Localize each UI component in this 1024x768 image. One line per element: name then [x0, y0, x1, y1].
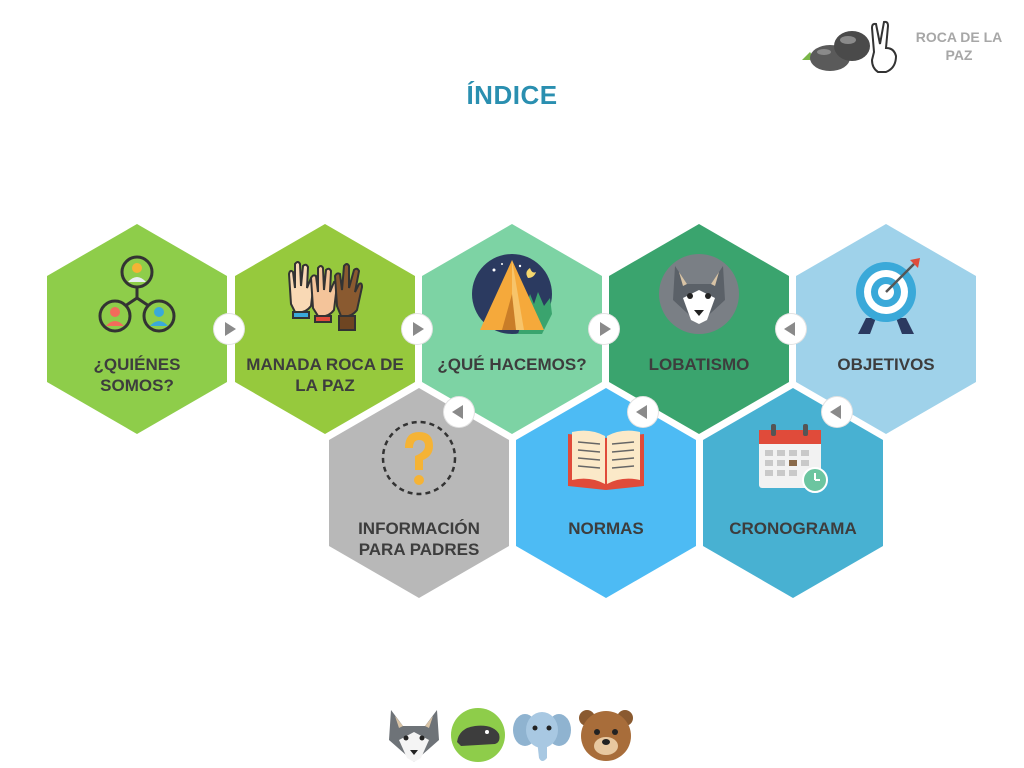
bear-icon[interactable]: [577, 706, 635, 764]
arrow-right-icon: [600, 322, 611, 336]
hex-shape: [796, 224, 976, 434]
target-icon: [856, 258, 920, 334]
elephant-icon[interactable]: [513, 706, 571, 764]
hex-manada-roca-de-la-paz[interactable]: MANADA ROCA DE LA PAZ: [235, 224, 415, 434]
arrow-left-icon: [452, 405, 463, 419]
raised-hands-icon: [287, 261, 364, 331]
hex-label: NORMAS: [568, 519, 644, 538]
hex-label: LOBATISMO: [648, 355, 750, 374]
hex-shape: [516, 388, 696, 598]
hex-label: MANADA ROCA DE LA PAZ: [246, 355, 404, 395]
hex-que-hacemos[interactable]: ¿QUÉ HACEMOS?: [422, 224, 602, 434]
hex-label: ¿QUÉ HACEMOS?: [437, 355, 587, 374]
hex-cronograma[interactable]: CRONOGRAMA: [703, 388, 883, 598]
rock-peace-icon: [802, 20, 898, 73]
hex-objetivos[interactable]: OBJETIVOS: [796, 224, 976, 434]
tent-icon: [472, 254, 552, 334]
calendar-icon: [759, 424, 828, 493]
arrow-left-icon: [636, 405, 647, 419]
brand-name: ROCA DE LA PAZ: [915, 29, 1003, 63]
seal-icon[interactable]: [449, 706, 507, 764]
hex-shape: [703, 388, 883, 598]
network-people-icon: [98, 255, 176, 333]
hex-label: INFORMACIÓN PARA PADRES: [358, 519, 480, 559]
arrow-left-icon: [830, 405, 841, 419]
open-book-icon: [568, 430, 644, 490]
page-title: ÍNDICE: [466, 80, 558, 110]
arrow-back-hacemos[interactable]: [444, 397, 474, 427]
hex-lobatismo[interactable]: LOBATISMO: [609, 224, 789, 434]
arrow-next-lobatismo[interactable]: [589, 314, 619, 344]
arrow-back-lobatismo[interactable]: [776, 314, 806, 344]
hex-label: CRONOGRAMA: [729, 519, 857, 538]
hex-normas[interactable]: NORMAS: [516, 388, 696, 598]
arrow-right-icon: [413, 322, 424, 336]
hex-shape: [47, 224, 227, 434]
wolf-icon[interactable]: [385, 706, 443, 764]
arrow-left-icon: [784, 322, 795, 336]
hex-label: OBJETIVOS: [837, 355, 935, 374]
hex-shape: [235, 224, 415, 434]
arrow-right-icon: [225, 322, 236, 336]
hex-informacion-para-padres[interactable]: INFORMACIÓN PARA PADRES: [329, 388, 509, 598]
arrow-back-normas[interactable]: [628, 397, 658, 427]
hex-quienes-somos[interactable]: ¿QUIÉNES SOMOS?: [47, 224, 227, 434]
arrow-next-manada[interactable]: [214, 314, 244, 344]
arrow-back-cronograma[interactable]: [822, 397, 852, 427]
question-mark-icon: [381, 420, 457, 496]
footer-animals: [385, 706, 645, 766]
brand-logo[interactable]: ROCA DE LA PAZ: [800, 14, 1020, 76]
hex-label: ¿QUIÉNES SOMOS?: [93, 355, 181, 395]
arrow-next-hacemos[interactable]: [402, 314, 432, 344]
wolf-icon: [659, 254, 739, 334]
